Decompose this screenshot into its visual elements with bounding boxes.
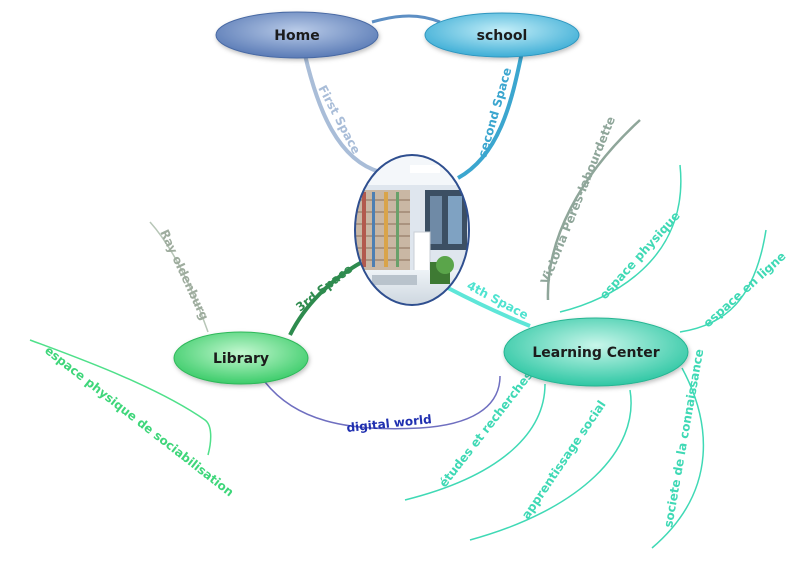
learning-center-node[interactable]: Learning Center [503,317,689,387]
school-node[interactable]: school [424,12,580,58]
third-space-connector [288,260,363,336]
library-photo [355,155,469,305]
ray-oldenburg-label: Ray oldenburg [157,227,211,322]
societe-label: societe de la connaissance [661,348,706,529]
victoria-label: Victoria Peres-labourdette [538,114,618,286]
espace-physique-label: espace physique [597,209,683,302]
etudes-branch [404,383,546,501]
ray-oldenburg-branch [149,221,209,333]
library-label: Library [213,351,269,367]
sociabilisation-branch [29,339,212,456]
espace-en-ligne-branch [679,229,767,333]
espace-physique-branch [559,164,682,313]
espace-en-ligne-label: espace en ligne [701,249,789,330]
digital-world-connector [264,375,501,430]
apprentissage-branch [469,389,632,541]
digital-world-label: digital world [346,412,432,435]
etudes-label: études et recherches [436,368,535,489]
second-space-connector [457,51,524,180]
fourth-space-connector [447,286,531,328]
third-space-label: 3rd Space [293,262,355,315]
apprentissage-label: apprentissage social [519,398,609,522]
first-space-label: First Space [315,83,363,157]
learning-center-label: Learning Center [532,345,659,361]
home-node[interactable]: Home [215,11,379,59]
victoria-branch [546,119,641,301]
home-label: Home [274,28,319,44]
school-label: school [477,28,528,44]
photo-frame [354,154,470,306]
societe-branch [651,367,705,549]
library-node[interactable]: Library [173,331,309,385]
home-school-connector [371,14,441,24]
first-space-connector [303,54,381,174]
